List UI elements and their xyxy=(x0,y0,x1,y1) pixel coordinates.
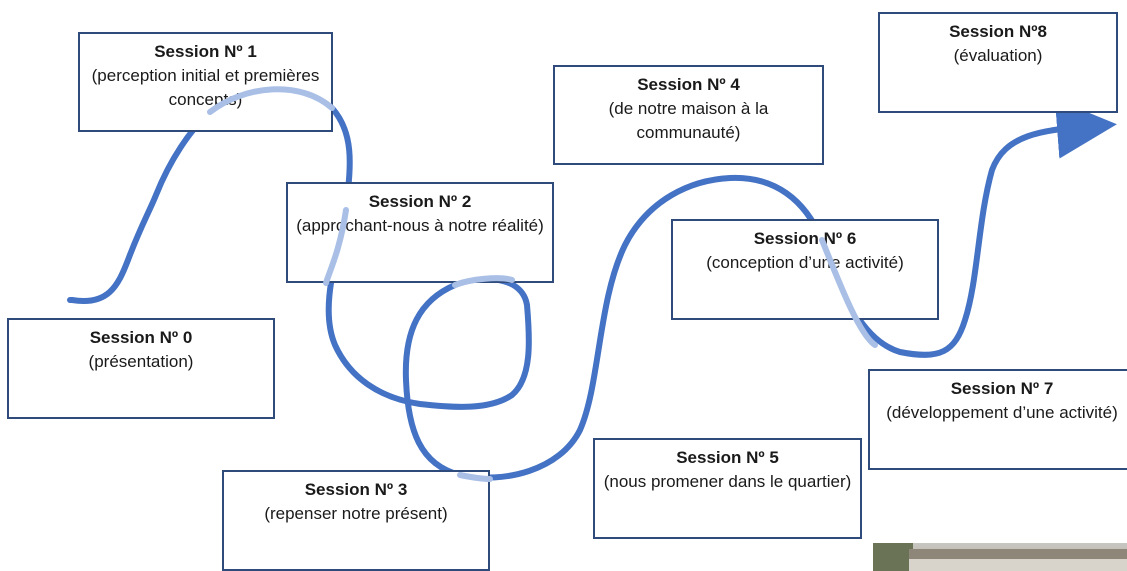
session-box-8: Session Nº8 (évaluation) xyxy=(878,12,1118,113)
session-box-6: Session Nº 6 (conception d’une activité) xyxy=(671,219,939,320)
photo-roof xyxy=(909,549,1127,559)
session-box-2: Session Nº 2 (approchant-nous à notre ré… xyxy=(286,182,554,283)
session-box-7: Session Nº 7 (développement d’une activi… xyxy=(868,369,1127,470)
session-title: Session Nº 3 xyxy=(304,480,408,499)
session-title: Session Nº 7 xyxy=(950,379,1054,398)
session-title: Session Nº8 xyxy=(949,22,1047,41)
session-description: (présentation) xyxy=(88,352,194,371)
session-title: Session Nº 6 xyxy=(753,229,857,248)
session-description: (repenser notre présent) xyxy=(264,504,448,523)
session-description: (conception d’une activité) xyxy=(706,253,904,272)
session-box-4: Session Nº 4 (de notre maison à la commu… xyxy=(553,65,824,165)
session-description: (nous promener dans le quartier) xyxy=(603,472,852,491)
session-title: Session Nº 0 xyxy=(89,328,193,347)
session-description: (approchant-nous à notre réalité) xyxy=(296,216,544,235)
session-title: Session Nº 2 xyxy=(368,192,472,211)
session-description: (évaluation) xyxy=(953,46,1043,65)
session-description: (développement d’une activité) xyxy=(886,403,1118,422)
session-box-3: Session Nº 3 (repenser notre présent) xyxy=(222,470,490,571)
session-box-1: Session Nº 1 (perception initial et prem… xyxy=(78,32,333,132)
session-box-0: Session Nº 0 (présentation) xyxy=(7,318,275,419)
session-title: Session Nº 1 xyxy=(154,42,257,61)
session-title: Session Nº 5 xyxy=(676,448,779,467)
photo-wall xyxy=(909,559,1127,571)
session-description: (de notre maison à la communauté) xyxy=(608,99,769,142)
session-box-5: Session Nº 5 (nous promener dans le quar… xyxy=(593,438,862,539)
session-title: Session Nº 4 xyxy=(637,75,740,94)
building-photo xyxy=(873,543,1127,571)
session-description: (perception initial et premières concept… xyxy=(91,66,320,109)
photo-tree xyxy=(873,543,913,571)
